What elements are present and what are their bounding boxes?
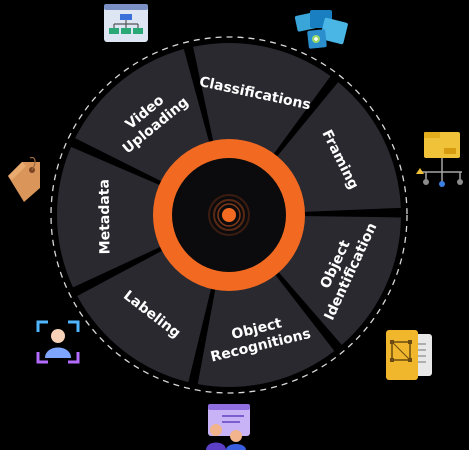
segment-object-identification <box>268 215 401 345</box>
person-card-icon <box>206 404 250 450</box>
segment-label-metadata: Metadata <box>96 179 113 254</box>
segment-labeling <box>77 243 215 383</box>
segment-classifications <box>193 43 331 167</box>
segment-object-recognitions <box>197 262 335 388</box>
segment-label-line: Metadata <box>96 179 113 254</box>
wheel-segments <box>56 43 401 388</box>
price-tag-icon <box>8 156 40 202</box>
dashed-orbit-ring <box>50 36 408 394</box>
segment-framing <box>267 82 401 213</box>
flowchart-icon <box>104 4 148 42</box>
image-gallery-icon <box>294 10 348 49</box>
center-ripple-outer <box>208 194 250 236</box>
face-scan-icon <box>36 320 80 364</box>
center-ripple-inner <box>217 203 241 227</box>
segment-video-uploading <box>75 49 214 189</box>
segment-metadata <box>56 146 175 288</box>
center-ripple-mid <box>213 199 245 231</box>
folder-network-icon <box>416 132 463 187</box>
center-dot <box>222 208 236 222</box>
frame-document-icon <box>386 330 432 380</box>
